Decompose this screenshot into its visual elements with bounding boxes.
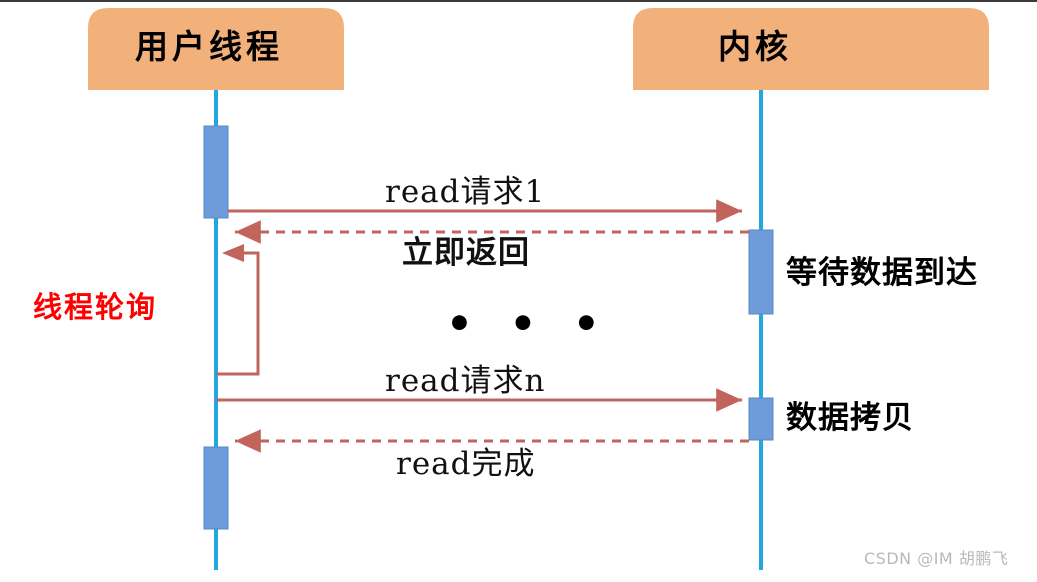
- activation-bar-user-2: [203, 446, 229, 530]
- actor-box-user-thread: [88, 8, 344, 90]
- self-loop-path-thread-polling: [216, 251, 260, 376]
- activation-bar-kernel-wait: [748, 229, 774, 315]
- activation-bar-kernel-copy: [748, 397, 774, 441]
- side-note-waiting-for-data: 等待数据到达: [786, 255, 978, 291]
- activation-bar-user-1: [203, 125, 229, 219]
- message-label-return-immediately: 立即返回: [402, 235, 530, 271]
- actor-box-kernel: [633, 8, 989, 90]
- self-loop-arrowhead: [222, 244, 244, 262]
- actor-label-user-thread: 用户线程: [135, 27, 283, 66]
- message-label-read-request-n: read请求n: [385, 363, 546, 399]
- message-label-read-complete: read完成: [396, 446, 536, 482]
- ellipsis-marker: • • •: [446, 299, 611, 348]
- message-label-read-request-1: read请求1: [385, 174, 546, 210]
- watermark: CSDN @IM 胡鹏飞: [864, 549, 1009, 568]
- actor-label-kernel: 内核: [718, 27, 792, 66]
- note-label-thread-polling: 线程轮询: [33, 290, 158, 324]
- top-border-line: [0, 0, 1037, 2]
- side-note-data-copy: 数据拷贝: [786, 400, 914, 436]
